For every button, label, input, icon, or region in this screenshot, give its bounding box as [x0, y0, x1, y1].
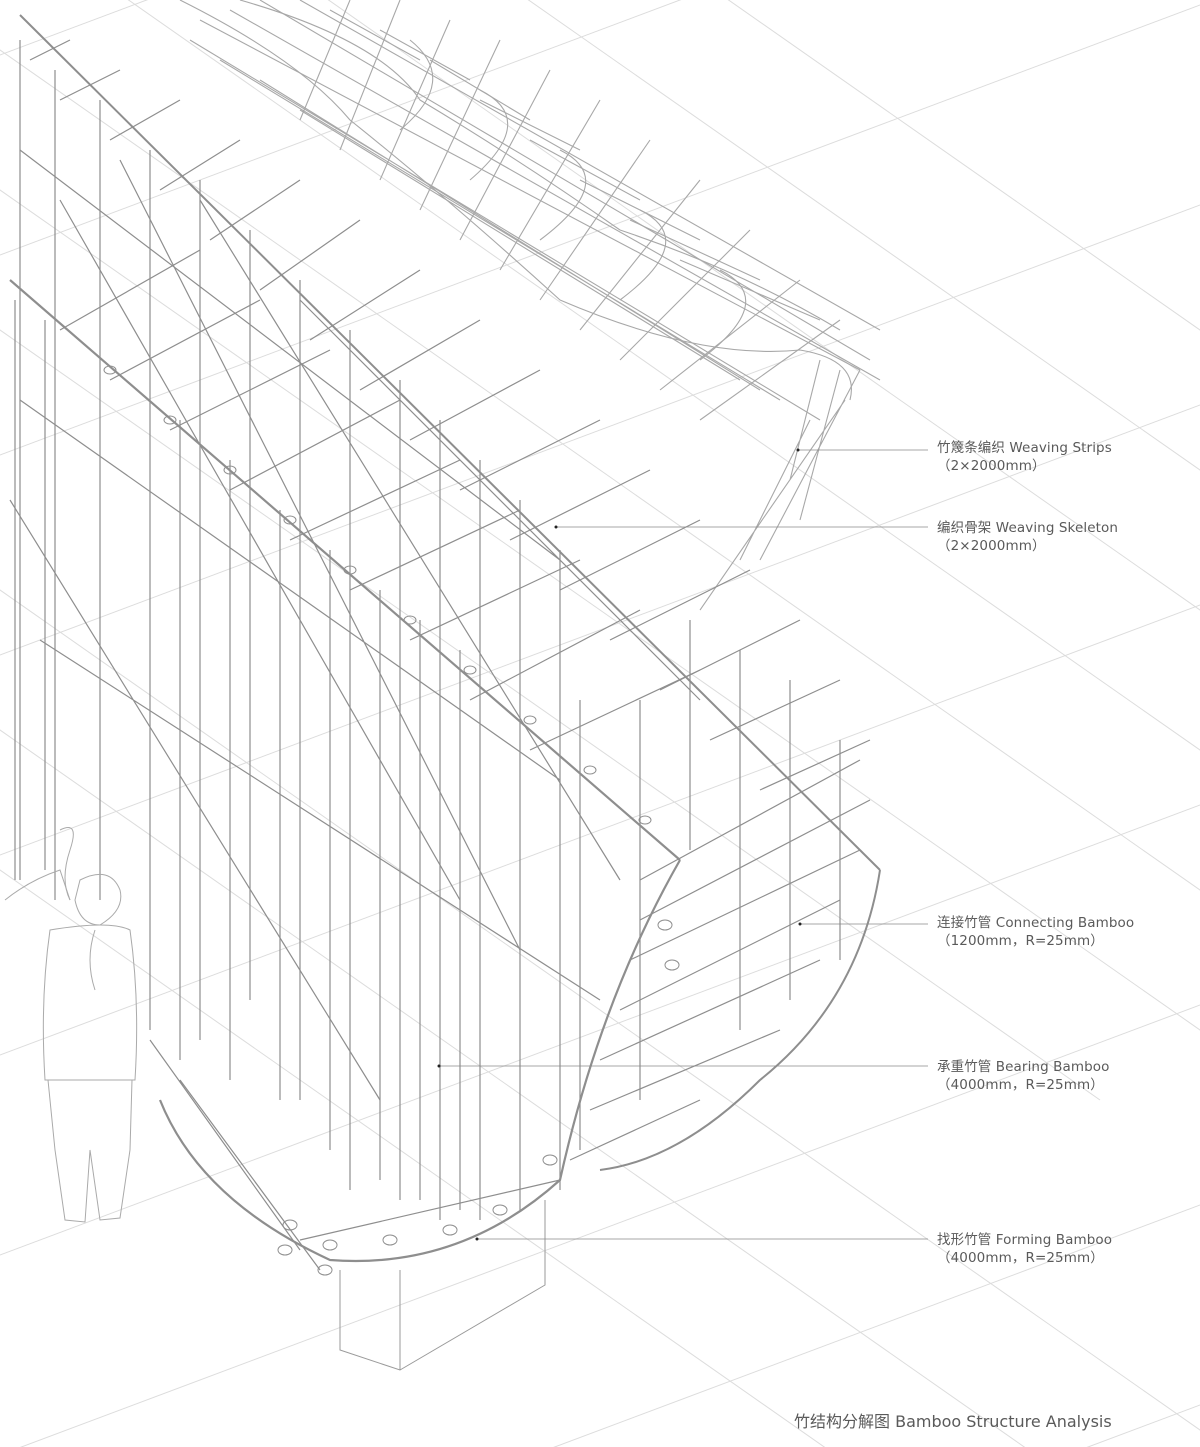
- leader-dots: [437, 448, 802, 1241]
- label-bearing-bamboo: 承重竹管 Bearing Bamboo （4000mm，R=25mm）: [937, 1058, 1110, 1094]
- label-forming-bamboo: 找形竹管 Forming Bamboo （4000mm，R=25mm）: [937, 1231, 1112, 1267]
- person-figure: [4, 827, 138, 1223]
- label-spec: （1200mm，R=25mm）: [937, 933, 1104, 949]
- label-connecting-bamboo: 连接竹管 Connecting Bamboo （1200mm，R=25mm）: [937, 914, 1134, 950]
- pedestal-base: [339, 1200, 546, 1371]
- bamboo-skeleton-frame: [9, 14, 881, 1276]
- label-spec: （4000mm，R=25mm）: [937, 1077, 1104, 1093]
- label-spec: （2×2000mm）: [937, 458, 1046, 474]
- weaving-strips-tube: [179, 0, 881, 611]
- label-spec: （4000mm，R=25mm）: [937, 1250, 1104, 1266]
- label-weaving-strips: 竹篾条编织 Weaving Strips （2×2000mm）: [937, 439, 1112, 475]
- label-title: 编织骨架 Weaving Skeleton: [937, 520, 1119, 536]
- label-title: 连接竹管 Connecting Bamboo: [937, 915, 1135, 931]
- label-title: 承重竹管 Bearing Bamboo: [937, 1059, 1110, 1075]
- label-title: 找形竹管 Forming Bamboo: [937, 1232, 1113, 1248]
- label-title: 竹篾条编织 Weaving Strips: [937, 440, 1112, 456]
- diagram-caption: 竹结构分解图 Bamboo Structure Analysis: [794, 1412, 1112, 1431]
- label-spec: （2×2000mm）: [937, 538, 1046, 554]
- leader-lines: [439, 449, 928, 1240]
- label-weaving-skeleton: 编织骨架 Weaving Skeleton （2×2000mm）: [937, 519, 1118, 555]
